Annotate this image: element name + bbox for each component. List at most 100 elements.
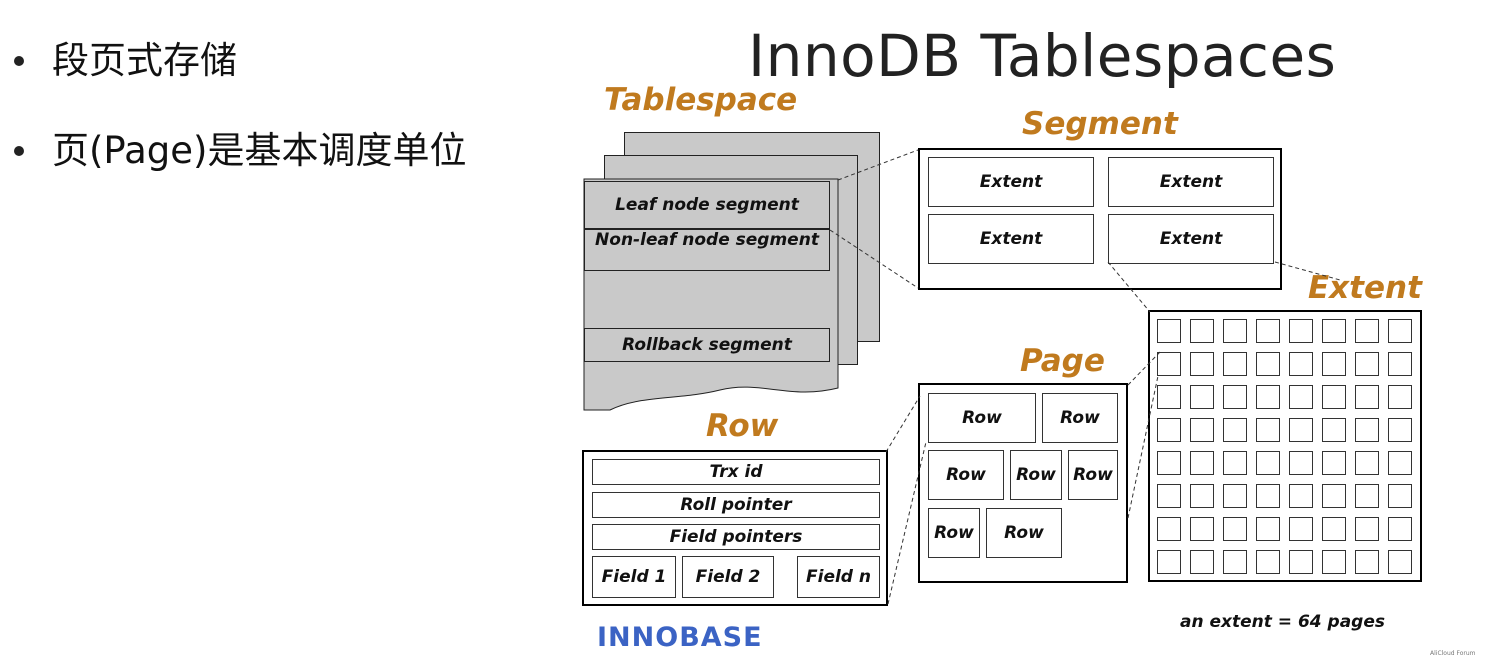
extent-page-cell — [1256, 352, 1280, 376]
row-field-roll-pointer: Roll pointer — [592, 492, 880, 518]
row-field-1: Field 1 — [592, 556, 676, 598]
extent-page-cell — [1388, 550, 1412, 574]
extent-page-cell — [1289, 352, 1313, 376]
extent-page-cell — [1322, 484, 1346, 508]
page-row-cell: Row — [1010, 450, 1062, 500]
extent-page-cell — [1190, 319, 1214, 343]
non-leaf-node-segment: Non-leaf node segment — [584, 229, 830, 271]
segment-box: Extent Extent Extent Extent — [918, 148, 1282, 290]
page-row-cell: Row — [928, 450, 1004, 500]
extent-page-cell — [1157, 385, 1181, 409]
extent-page-cell — [1355, 352, 1379, 376]
extent-page-cell — [1322, 385, 1346, 409]
row-field-2: Field 2 — [682, 556, 774, 598]
extent-page-cell — [1355, 451, 1379, 475]
extent-page-cell — [1256, 517, 1280, 541]
extent-page-cell — [1355, 319, 1379, 343]
extent-page-cell — [1355, 484, 1379, 508]
bullet-dot-icon — [14, 146, 24, 156]
page-row-cell: Row — [928, 393, 1036, 443]
extent-page-cell — [1190, 550, 1214, 574]
credit-text: AliCloud Forum — [1430, 650, 1476, 657]
extent-page-cell — [1190, 418, 1214, 442]
extent-page-cell — [1223, 418, 1247, 442]
row-field-trx-id: Trx id — [592, 459, 880, 485]
extent-page-cell — [1322, 319, 1346, 343]
row-field-n: Field n — [797, 556, 880, 598]
extent-page-cell — [1289, 451, 1313, 475]
bullet-list: 段页式存储 页(Page)是基本调度单位 — [12, 34, 466, 214]
extent-page-cell — [1322, 550, 1346, 574]
innobase-logo: INNOBASE — [597, 622, 763, 653]
extent-page-cell — [1190, 385, 1214, 409]
segment-extent-cell: Extent — [1108, 214, 1274, 264]
extent-size-note: an extent = 64 pages — [1180, 612, 1385, 632]
leaf-node-segment: Leaf node segment — [584, 181, 830, 229]
extent-page-cell — [1388, 484, 1412, 508]
extent-page-cell — [1223, 451, 1247, 475]
bullet-item: 页(Page)是基本调度单位 — [12, 124, 466, 178]
extent-page-cell — [1256, 484, 1280, 508]
segment-label: Segment — [1022, 106, 1178, 142]
diagram-title: InnoDB Tablespaces — [748, 22, 1337, 90]
extent-page-cell — [1190, 352, 1214, 376]
extent-page-cell — [1289, 418, 1313, 442]
extent-page-cell — [1157, 484, 1181, 508]
extent-page-cell — [1223, 517, 1247, 541]
rollback-segment: Rollback segment — [584, 328, 830, 362]
extent-page-cell — [1223, 550, 1247, 574]
extent-page-cell — [1388, 319, 1412, 343]
extent-page-cell — [1388, 385, 1412, 409]
segment-extent-cell: Extent — [928, 214, 1094, 264]
row-label: Row — [706, 408, 779, 444]
extent-page-cell — [1322, 418, 1346, 442]
page-row-cell: Row — [928, 508, 980, 558]
extent-page-cell — [1256, 550, 1280, 574]
extent-page-cell — [1223, 385, 1247, 409]
extent-page-cell — [1256, 385, 1280, 409]
page-box: Row Row Row Row Row Row Row — [918, 383, 1128, 583]
segment-extent-cell: Extent — [928, 157, 1094, 207]
extent-page-cell — [1223, 484, 1247, 508]
tablespace-label: Tablespace — [604, 82, 798, 118]
extent-page-cell — [1289, 385, 1313, 409]
extent-page-cell — [1355, 517, 1379, 541]
extent-page-cell — [1223, 352, 1247, 376]
extent-page-cell — [1190, 517, 1214, 541]
segment-extent-cell: Extent — [1108, 157, 1274, 207]
extent-page-cell — [1223, 319, 1247, 343]
bullet-text: 段页式存储 — [52, 39, 237, 82]
extent-page-cell — [1355, 550, 1379, 574]
bullet-text: 页(Page)是基本调度单位 — [52, 129, 467, 172]
extent-page-cell — [1157, 451, 1181, 475]
extent-page-cell — [1322, 352, 1346, 376]
extent-page-cell — [1355, 385, 1379, 409]
page-row-cell: Row — [1068, 450, 1118, 500]
extent-page-cell — [1157, 418, 1181, 442]
extent-page-cell — [1157, 352, 1181, 376]
extent-page-cell — [1289, 319, 1313, 343]
extent-page-cell — [1190, 484, 1214, 508]
row-box: Trx id Roll pointer Field pointers Field… — [582, 450, 888, 606]
extent-page-cell — [1157, 517, 1181, 541]
page-row-cell: Row — [1042, 393, 1118, 443]
row-field-pointers: Field pointers — [592, 524, 880, 550]
extent-page-cell — [1388, 451, 1412, 475]
extent-page-cell — [1388, 418, 1412, 442]
extent-page-cell — [1388, 517, 1412, 541]
page-label: Page — [1020, 343, 1105, 379]
extent-box — [1148, 310, 1422, 582]
extent-page-cell — [1157, 550, 1181, 574]
page-row-cell: Row — [986, 508, 1062, 558]
extent-page-cell — [1190, 451, 1214, 475]
extent-page-cell — [1322, 451, 1346, 475]
extent-page-cell — [1289, 550, 1313, 574]
extent-page-cell — [1256, 451, 1280, 475]
extent-label: Extent — [1308, 270, 1422, 306]
extent-page-cell — [1355, 418, 1379, 442]
extent-page-cell — [1388, 352, 1412, 376]
bullet-item: 段页式存储 — [12, 34, 466, 88]
bullet-dot-icon — [14, 56, 24, 66]
extent-page-cell — [1256, 319, 1280, 343]
